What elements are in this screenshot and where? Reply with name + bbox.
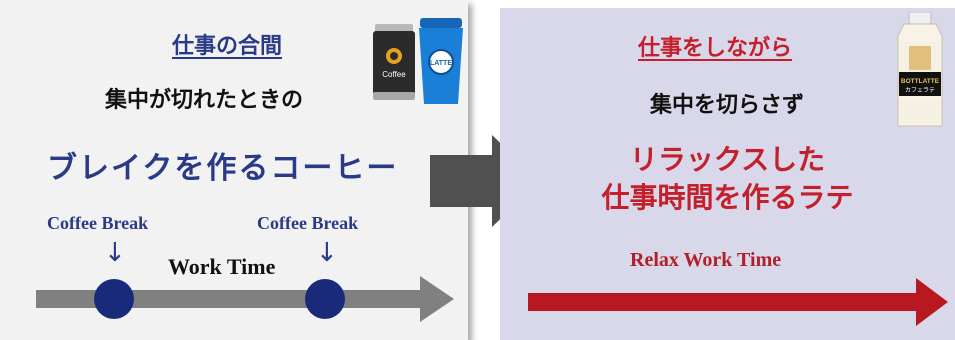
can-label: Coffee [382,70,406,79]
right-tagline: リラックスした 仕事時間を作るラテ [520,141,935,217]
right-tagline-line-2: 仕事時間を作るラテ [601,181,854,214]
coffee-break-dot-1 [94,279,134,319]
relax-work-time-label: Relax Work Time [630,249,782,271]
relax-work-time-arrow [528,278,948,326]
right-tagline-line-1: リラックスした [629,143,826,176]
right-heading: 仕事をしながら [638,36,793,61]
coffee-break-label-1: Coffee Break [47,213,149,233]
coffee-can-icon: Coffee [373,24,415,100]
coffee-break-label-2: Coffee Break [257,213,359,233]
left-panel: 仕事の合間 集中が切れたときの Coffee LATTE ブレイクを作るコーヒー… [0,0,468,340]
cup-label: LATTE [430,60,452,67]
down-arrow-icon-2: ↓ [316,238,338,268]
coffee-break-dot-2 [305,279,345,319]
right-panel: 仕事をしながら 集中を切らさず BOTTLATTE カフェラテ リラックスした … [500,8,955,340]
bottle-brand: BOTTLATTE [901,78,940,85]
left-heading: 仕事の合間 [172,34,283,59]
bottle-subtitle: カフェラテ [905,87,935,94]
latte-cup-icon: LATTE [419,18,463,104]
bottled-latte-icon: BOTTLATTE カフェラテ [897,12,943,127]
right-subtitle: 集中を切らさず [650,93,805,118]
down-arrow-icon-1: ↓ [104,238,126,268]
left-tagline: ブレイクを作るコーヒー [47,151,399,186]
work-time-label: Work Time [168,254,276,279]
left-subtitle: 集中が切れたときの [105,88,304,113]
